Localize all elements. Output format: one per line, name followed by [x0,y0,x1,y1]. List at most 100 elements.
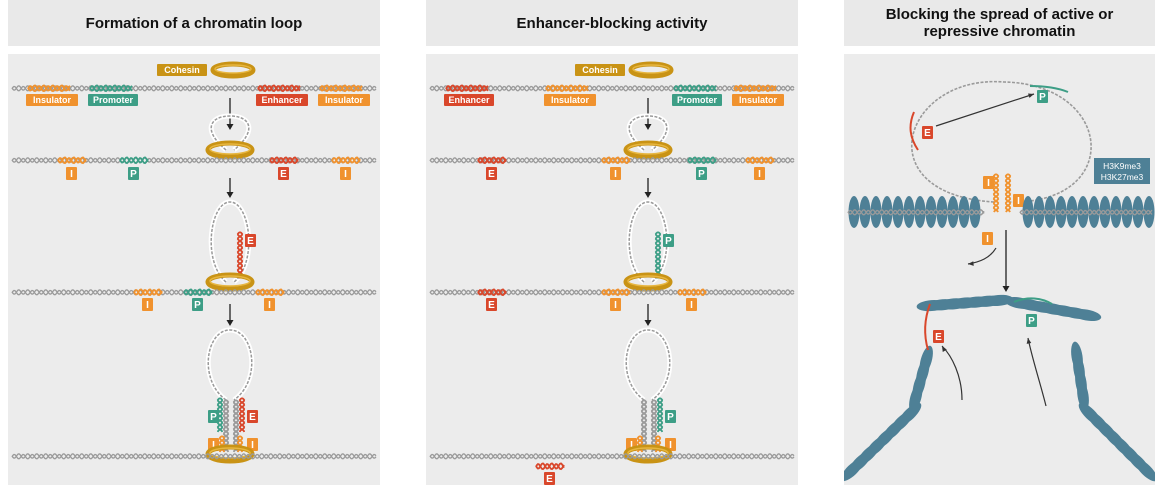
panel-body [844,54,1155,485]
segment-row3-1-b [183,289,213,297]
nucleosome-right-8 [1110,196,1122,228]
label-row1-0: Insulator [33,95,72,105]
segment-row1-2-b [257,85,301,93]
tag-stage3-inner: E [247,236,254,247]
loop-enhancer-segment [909,111,919,151]
tag-row3-2: I [690,300,693,311]
nucleosome-right-4 [1066,196,1078,228]
loop-tag-promoter-box [1037,90,1048,103]
enhancer-promoter-arrow-head [1028,93,1034,98]
tag-bottom-box [544,472,555,485]
segment-row1-1 [89,84,133,92]
removed-insulator-tag-box [982,232,993,245]
stem-tag-right: I [1017,196,1020,207]
chromatin-left-dna-over-strand-b [847,209,985,216]
tag-row2-1: P [130,169,137,180]
segment-row3-2-b [677,289,707,297]
panel-title-line2: repressive chromatin [923,23,1076,40]
spread-arrow-left [941,345,963,401]
stem-segment-0 [656,397,664,433]
spread-arrow-head [1002,286,1010,292]
segment-row2-1-b [119,157,149,165]
loop-small [210,115,250,151]
fiber-mid-left-nucleosome-3 [909,383,923,413]
label-row1-0-box [26,94,78,106]
spread-arrow-left-head [942,346,947,352]
nucleosome-left-3 [881,196,893,228]
nucleosome-right-11 [1143,196,1155,228]
tag-stem-0-box [665,410,676,423]
stem-segment-0-b [216,397,224,433]
tag-row3-0-box [142,298,153,311]
nucleosome-right-9 [1121,196,1133,228]
loop-small [628,115,668,151]
loop-large-halo [205,327,255,403]
stem-segment-1 [238,397,246,433]
tag-stem-insulator-1-box [247,438,258,451]
step-arrow-1-head [644,124,652,130]
cohesin-label: Cohesin [582,65,618,75]
panel-body [426,54,798,485]
panel-chromatin-spread: Blocking the spread of active or repress… [844,0,1155,485]
cohesin-label-box [575,64,625,76]
removal-arrow-head [968,261,974,266]
tag-row3-0: I [146,300,149,311]
tag-stem-0-box [208,410,219,423]
segment-row2-2-b [269,157,299,165]
fiber-bottom-right-nucleosome-7 [1134,458,1155,482]
tag-bottom: E [546,474,553,485]
segment-row1-3 [733,84,777,92]
spread-arrow-right-head [1026,338,1032,344]
label-row1-2: Enhancer [261,95,303,105]
loop-medium [210,201,250,283]
tag-stem-insulator-0: I [630,440,633,451]
nucleosome-left-5 [903,196,915,228]
cohesin-ring-3-highlight [627,275,669,287]
loop-promoter-segment [1029,85,1069,93]
segment-row2-3-b [745,157,775,165]
label-row1-0: Enhancer [448,95,490,105]
panel-title: Blocking the spread of active or repress… [844,0,1155,46]
tag-row2-0: E [488,169,495,180]
segment-row3-0-b [133,289,163,297]
removed-insulator-tag: I [986,234,989,245]
stem-tag-right-box [1013,194,1024,207]
step-arrow-3-head [644,320,652,326]
tag-row3-1-box [610,298,621,311]
label-row1-3: Insulator [739,95,778,105]
chromatin-right-dna-over [1019,209,1153,216]
nucleosome-left-10 [958,196,970,228]
tag-row2-0-box [66,167,77,180]
panel-title-text: Enhancer-blocking activity [516,14,708,32]
chromatin-right-dna-over-strand-b [1019,209,1153,216]
panel-title-text: Formation of a chromatin loop [85,14,303,32]
panel-title: Enhancer-blocking activity [426,0,798,46]
tag-row3-0-box [486,298,497,311]
stem-insulator-right-b [1004,173,1012,213]
tag-stem-insulator-1: I [251,440,254,451]
collapsed-tag-promoter: P [1028,316,1035,327]
segment-row1-1-b [545,85,589,93]
tag-stem-1: E [249,412,256,423]
tag-stem-0: P [667,412,674,423]
label-row1-1: Insulator [551,95,590,105]
loop-large [207,329,253,401]
label-row1-1-box [544,94,596,106]
tag-row2-2: P [698,169,705,180]
panel-title: Formation of a chromatin loop [8,0,380,46]
top-loop [911,80,1092,203]
cohesin-ring-2-highlight [627,143,669,155]
tag-row2-2: E [280,169,287,180]
stem-left-b [640,399,648,453]
dna-row-1 [429,85,795,92]
chromatin-left-dna-over [847,209,985,216]
segment-row1-3-b [733,85,777,93]
dna-row-4-strand-b [429,453,795,460]
tag-row3-1-box [192,298,203,311]
dna-row-4 [429,453,795,460]
segment-row2-3-b [331,157,361,165]
dna-row-4-strand-a [429,453,795,459]
